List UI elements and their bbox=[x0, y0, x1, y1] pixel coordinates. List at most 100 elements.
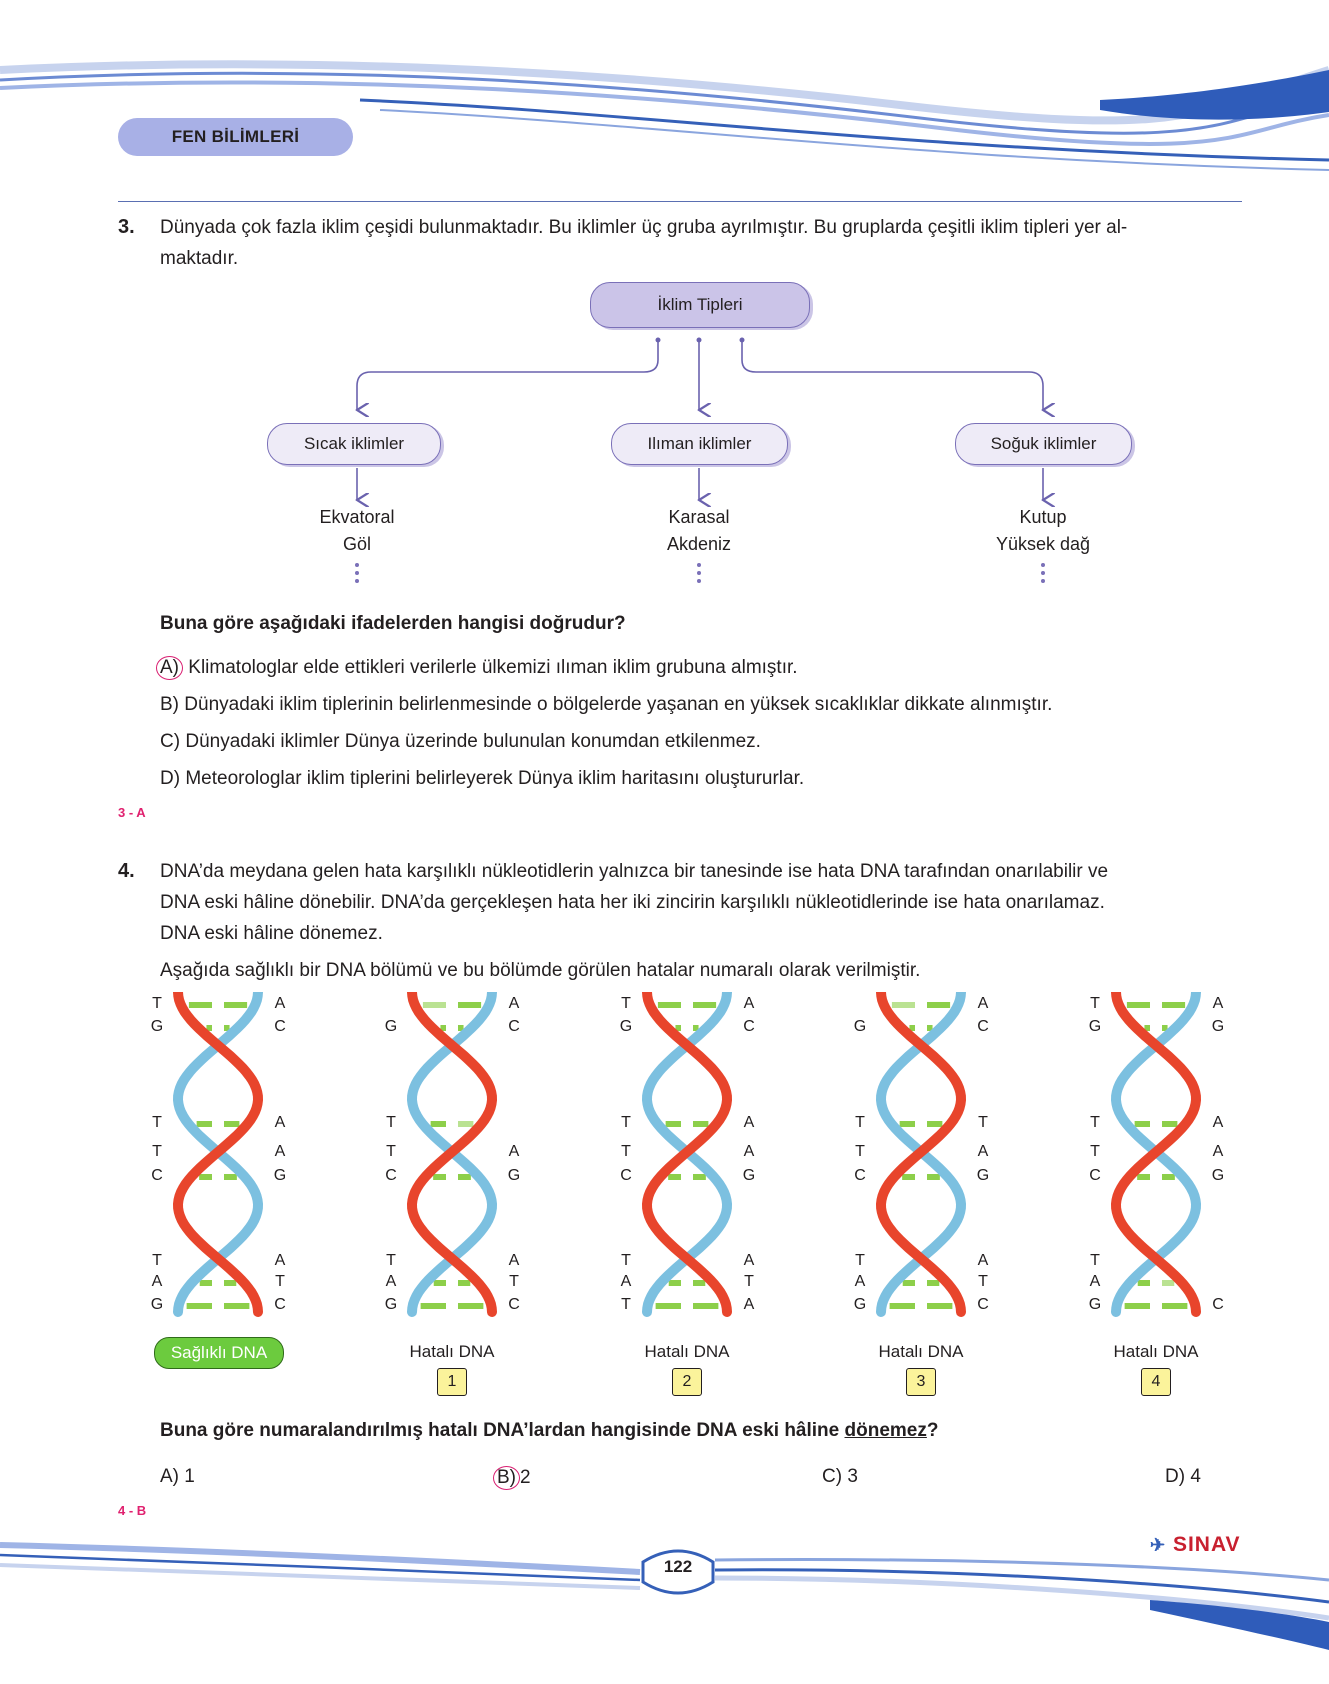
prompt-text: Buna göre numaralandırılmış hatalı DNA’l… bbox=[160, 1420, 845, 1441]
nucleotide-label: A bbox=[1089, 1273, 1101, 1290]
dna-number-badge: 1 bbox=[437, 1368, 467, 1396]
nucleotide-label: G bbox=[507, 1167, 521, 1184]
nucleotide-label: A bbox=[508, 995, 520, 1012]
nucleotide-label: A bbox=[508, 1143, 520, 1160]
nucleotide-label: T bbox=[386, 1252, 396, 1269]
option-text: Klimatologlar elde ettikleri verilerle ü… bbox=[188, 657, 798, 678]
question-3-option-c[interactable]: C) Dünyadaki iklimler Dünya üzerinde bul… bbox=[160, 731, 761, 753]
answer-circle-marker: A) bbox=[156, 656, 183, 680]
question-4-option-b[interactable]: B)2 bbox=[493, 1466, 531, 1490]
diagram-example: Yüksek dağ bbox=[995, 534, 1091, 554]
option-text: 3 bbox=[847, 1466, 858, 1487]
question-4-text-line: DNA eski hâline dönemez. bbox=[160, 923, 383, 944]
airplane-icon: ✈ bbox=[1150, 1535, 1167, 1555]
diagram-example: Kutup bbox=[1019, 507, 1067, 527]
dna-strand-red bbox=[406, 992, 498, 1317]
nucleotide-label: A bbox=[508, 1252, 520, 1269]
question-3-option-a[interactable]: A) Klimatologlar elde ettikleri verilerl… bbox=[156, 656, 798, 680]
dna-helix-3 bbox=[641, 992, 733, 1317]
nucleotide-label: T bbox=[275, 1273, 285, 1290]
logo-text: SINAV bbox=[1172, 1533, 1241, 1556]
nucleotide-label: A bbox=[1212, 995, 1224, 1012]
nucleotide-label: A bbox=[274, 995, 286, 1012]
nucleotide-label: T bbox=[621, 1252, 631, 1269]
dna-number-badge: 3 bbox=[906, 1368, 936, 1396]
nucleotide-label: A bbox=[620, 1273, 632, 1290]
nucleotide-label: T bbox=[855, 1143, 865, 1160]
subject-tab: FEN BİLİMLERİ bbox=[118, 118, 353, 156]
nucleotide-label: T bbox=[978, 1114, 988, 1131]
question-4-option-d[interactable]: D) 4 bbox=[1165, 1466, 1201, 1488]
question-3-option-b[interactable]: B) Dünyadaki iklim tiplerinin belirlenme… bbox=[160, 694, 1052, 716]
question-3-option-d[interactable]: D) Meteorologlar iklim tiplerini belirle… bbox=[160, 768, 804, 790]
nucleotide-label: C bbox=[854, 1167, 866, 1184]
nucleotide-label: T bbox=[152, 995, 162, 1012]
nucleotide-label: A bbox=[854, 1273, 866, 1290]
question-3-text: Dünyada çok fazla iklim çeşidi bulunmakt… bbox=[160, 212, 1250, 274]
question-3-number: 3. bbox=[118, 216, 135, 238]
dna-strand-red bbox=[641, 992, 733, 1317]
faulty-dna-label: Hatalı DNA bbox=[644, 1342, 730, 1361]
nucleotide-label: T bbox=[1090, 1114, 1100, 1131]
nucleotide-label: T bbox=[1090, 1252, 1100, 1269]
prompt-underlined: dönemez bbox=[844, 1420, 927, 1441]
nucleotide-label: C bbox=[274, 1018, 286, 1035]
question-4-option-a[interactable]: A) 1 bbox=[160, 1466, 195, 1488]
question-4-prompt: Buna göre numaralandırılmış hatalı DNA’l… bbox=[160, 1420, 938, 1442]
nucleotide-label: T bbox=[621, 1296, 631, 1313]
nucleotide-label: G bbox=[853, 1018, 867, 1035]
nucleotide-label: A bbox=[977, 1252, 989, 1269]
vertical-ellipsis-icon bbox=[697, 563, 701, 587]
option-letter: D) bbox=[1165, 1466, 1186, 1487]
dna-helix-1 bbox=[172, 992, 264, 1317]
diagram-root-box: İklim Tipleri bbox=[590, 282, 810, 328]
question-3-text-line: Dünyada çok fazla iklim çeşidi bulunmakt… bbox=[160, 217, 1128, 238]
nucleotide-label: C bbox=[151, 1167, 163, 1184]
nucleotide-label: G bbox=[150, 1018, 164, 1035]
option-text: Dünyadaki iklimler Dünya üzerinde bulunu… bbox=[185, 731, 761, 752]
option-letter: C) bbox=[822, 1466, 843, 1487]
nucleotide-label: C bbox=[977, 1018, 989, 1035]
footer-swoosh-decoration bbox=[0, 1542, 1329, 1650]
nucleotide-label: G bbox=[1211, 1018, 1225, 1035]
healthy-dna-badge: Sağlıklı DNA bbox=[154, 1337, 284, 1369]
question-4-option-c[interactable]: C) 3 bbox=[822, 1466, 858, 1488]
climate-diagram-connectors bbox=[0, 337, 1329, 600]
page-number: 122 bbox=[663, 1557, 693, 1576]
question-4-text-line: DNA eski hâline dönebilir. DNA’da gerçek… bbox=[160, 892, 1105, 913]
option-text: Meteorologlar iklim tiplerini belirleyer… bbox=[185, 768, 805, 789]
nucleotide-label: G bbox=[1088, 1018, 1102, 1035]
dna-helix-5 bbox=[1110, 992, 1202, 1317]
dna-helix-2 bbox=[406, 992, 498, 1317]
nucleotide-label: G bbox=[619, 1018, 633, 1035]
nucleotide-label: C bbox=[1089, 1167, 1101, 1184]
option-letter: B) bbox=[160, 694, 179, 715]
option-text: 1 bbox=[184, 1466, 195, 1487]
vertical-ellipsis-icon bbox=[355, 563, 359, 587]
nucleotide-label: A bbox=[274, 1252, 286, 1269]
option-text: 4 bbox=[1190, 1466, 1201, 1487]
nucleotide-label: A bbox=[743, 1252, 755, 1269]
question-4-number: 4. bbox=[118, 860, 135, 882]
nucleotide-label: A bbox=[274, 1114, 286, 1131]
nucleotide-label: A bbox=[977, 995, 989, 1012]
nucleotide-label: C bbox=[620, 1167, 632, 1184]
nucleotide-label: A bbox=[743, 1296, 755, 1313]
nucleotide-label: C bbox=[508, 1018, 520, 1035]
dna-number-badge: 4 bbox=[1141, 1368, 1171, 1396]
nucleotide-label: G bbox=[1088, 1296, 1102, 1313]
nucleotide-label: T bbox=[621, 1143, 631, 1160]
diagram-example: Göl bbox=[342, 534, 371, 554]
nucleotide-label: G bbox=[384, 1018, 398, 1035]
nucleotide-label: T bbox=[855, 1252, 865, 1269]
option-letter: D) bbox=[160, 768, 181, 789]
nucleotide-label: G bbox=[976, 1167, 990, 1184]
nucleotide-label: T bbox=[152, 1252, 162, 1269]
question-4-intro: Aşağıda sağlıklı bir DNA bölümü ve bu bö… bbox=[160, 960, 921, 981]
nucleotide-label: T bbox=[621, 1114, 631, 1131]
diagram-examples-temperate: Karasal Akdeniz bbox=[599, 504, 799, 558]
question-3-text-line: maktadır. bbox=[160, 248, 239, 269]
faulty-dna-label: Hatalı DNA bbox=[409, 1342, 495, 1361]
option-text: Dünyadaki iklim tiplerinin belirlenmesin… bbox=[184, 694, 1053, 715]
publisher-logo: ✈ SINAV bbox=[1150, 1533, 1241, 1557]
